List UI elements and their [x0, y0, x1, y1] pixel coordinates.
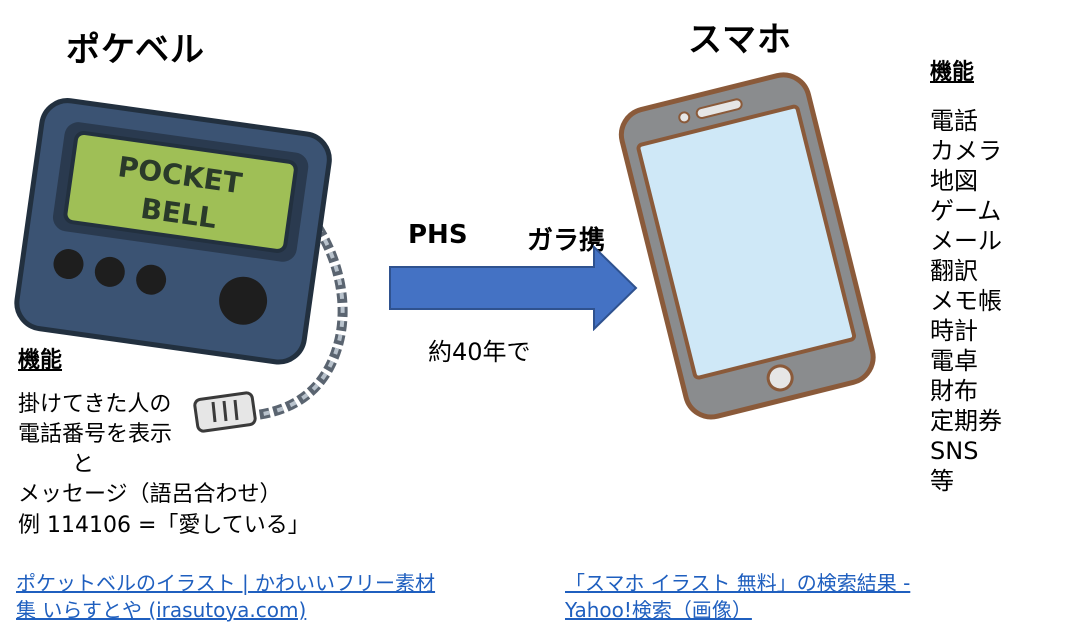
- phone-feature: メール: [930, 227, 1002, 255]
- smartphone-illustration: [618, 72, 876, 420]
- phone-feature: 地図: [930, 167, 978, 195]
- phone-speaker: [695, 98, 743, 120]
- pager-button: [94, 256, 125, 287]
- pager-screen: [63, 130, 298, 253]
- pager-feature-line: 例 114106 =「愛している」: [18, 513, 310, 538]
- pager-source-link-line2[interactable]: 集 いらすとや (irasutoya.com): [16, 598, 307, 622]
- pager-source-link[interactable]: ポケットベルのイラスト | かわいいフリー素材 集 いらすとや (irasuto…: [16, 570, 435, 624]
- phone-features-list: 電話 カメラ 地図 ゲーム メール 翻訳 メモ帳 時計 電卓 財布 定期券 SN…: [930, 106, 1002, 496]
- phone-feature: 翻訳: [930, 257, 978, 285]
- phone-feature: 等: [930, 467, 954, 495]
- phone-feature: 電話: [930, 107, 978, 135]
- pager-feature-line: と: [72, 452, 95, 477]
- pager-button: [53, 249, 84, 280]
- phone-title: スマホ: [688, 20, 792, 60]
- phone-feature: 定期券: [930, 407, 1002, 435]
- phone-feature: SNS: [930, 437, 979, 465]
- phone-feature: 時計: [930, 317, 978, 345]
- phone-feature: 電卓: [930, 347, 978, 375]
- arrow-label-phs: PHS: [408, 220, 468, 250]
- pager-features-title: 機能: [18, 348, 63, 373]
- pocket-bell-illustration: POCKET BELL: [14, 98, 348, 433]
- pager-feature-line: 掛けてきた人の: [18, 392, 172, 417]
- pager-title: ポケベル: [66, 30, 205, 70]
- phone-source-link-line2[interactable]: Yahoo!検索（画像）: [565, 598, 752, 622]
- phone-feature: 財布: [930, 377, 978, 405]
- pager-feature-line: メッセージ（語呂合わせ）: [18, 482, 282, 507]
- phone-source-link-line1[interactable]: 「スマホ イラスト 無料」の検索結果 -: [565, 571, 911, 595]
- phone-feature: ゲーム: [930, 197, 1002, 225]
- phone-camera: [678, 111, 691, 124]
- phone-feature: カメラ: [930, 137, 1002, 165]
- arrow-duration: 約40年で: [428, 338, 531, 366]
- transition-arrow: [389, 245, 638, 331]
- phone-source-link[interactable]: 「スマホ イラスト 無料」の検索結果 - Yahoo!検索（画像）: [565, 570, 910, 624]
- pager-source-link-line1[interactable]: ポケットベルのイラスト | かわいいフリー素材: [16, 571, 436, 595]
- pager-button: [136, 264, 167, 295]
- phone-features-title: 機能: [930, 60, 975, 85]
- phone-feature: メモ帳: [930, 287, 1002, 315]
- phone-home-button: [766, 364, 794, 392]
- pager-feature-line: 電話番号を表示: [18, 422, 173, 447]
- pager-main-button: [219, 276, 268, 325]
- phone-screen: [636, 104, 857, 380]
- arrow-label-garakei: ガラ携: [527, 226, 606, 256]
